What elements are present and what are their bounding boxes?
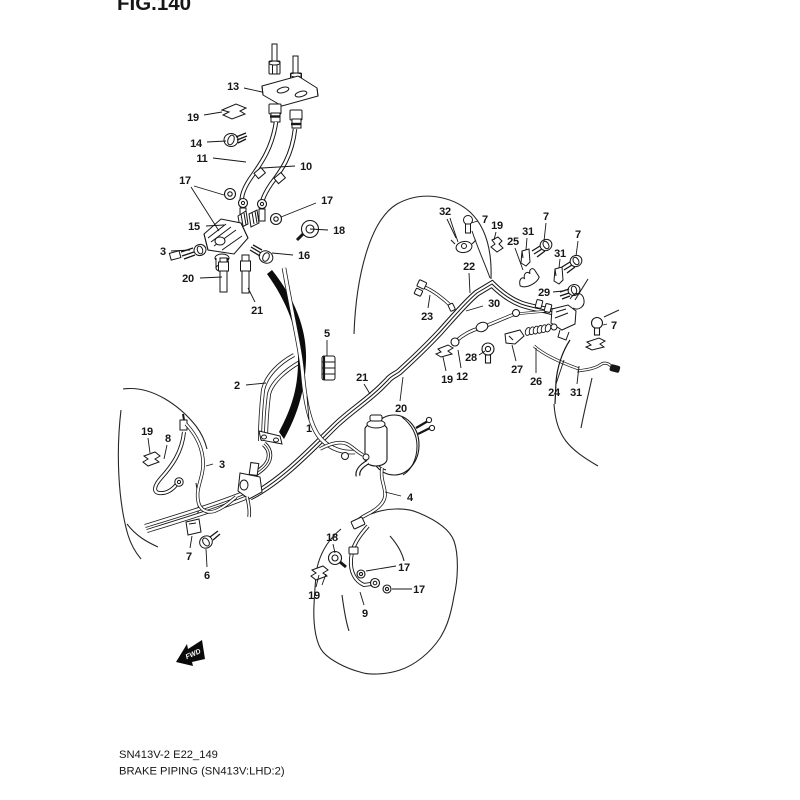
svg-text:20: 20 <box>395 403 407 415</box>
svg-text:1: 1 <box>306 423 312 435</box>
svg-text:19: 19 <box>491 220 503 232</box>
svg-text:17: 17 <box>398 562 410 574</box>
svg-text:32: 32 <box>439 206 451 218</box>
svg-text:7: 7 <box>611 320 617 332</box>
svg-text:22: 22 <box>463 261 475 273</box>
svg-text:17: 17 <box>413 584 425 596</box>
svg-text:3: 3 <box>160 246 166 258</box>
svg-text:23: 23 <box>421 311 433 323</box>
svg-text:SN413V-2 E22_149: SN413V-2 E22_149 <box>119 749 218 761</box>
svg-text:7: 7 <box>575 229 581 241</box>
svg-text:10: 10 <box>300 161 312 173</box>
svg-text:12: 12 <box>456 371 468 383</box>
svg-text:FIG.140: FIG.140 <box>117 0 191 15</box>
svg-text:9: 9 <box>362 608 368 620</box>
svg-text:26: 26 <box>530 376 542 388</box>
svg-text:16: 16 <box>298 250 310 262</box>
svg-text:29: 29 <box>538 287 550 299</box>
svg-text:30: 30 <box>488 298 500 310</box>
svg-text:15: 15 <box>188 221 200 233</box>
svg-text:BRAKE PIPING (SN413V:LHD:2): BRAKE PIPING (SN413V:LHD:2) <box>119 766 285 778</box>
svg-text:7: 7 <box>482 214 488 226</box>
svg-text:11: 11 <box>196 153 207 165</box>
svg-text:13: 13 <box>227 81 239 93</box>
svg-text:18: 18 <box>333 225 345 237</box>
svg-text:18: 18 <box>326 532 338 544</box>
svg-text:5: 5 <box>324 328 330 340</box>
svg-text:28: 28 <box>465 352 477 364</box>
svg-text:19: 19 <box>141 426 153 438</box>
svg-text:3: 3 <box>219 459 225 471</box>
svg-text:8: 8 <box>165 433 171 445</box>
svg-text:7: 7 <box>543 211 549 223</box>
svg-text:2: 2 <box>234 380 240 392</box>
svg-text:14: 14 <box>190 138 203 150</box>
svg-text:24: 24 <box>548 387 561 399</box>
svg-text:31: 31 <box>522 226 534 238</box>
svg-text:21: 21 <box>356 372 368 384</box>
svg-text:6: 6 <box>204 570 210 582</box>
svg-text:21: 21 <box>251 305 263 317</box>
svg-text:4: 4 <box>407 492 414 504</box>
svg-text:19: 19 <box>308 590 320 602</box>
svg-text:19: 19 <box>441 374 453 386</box>
svg-text:17: 17 <box>321 195 333 207</box>
svg-text:31: 31 <box>554 248 566 260</box>
svg-text:31: 31 <box>570 387 582 399</box>
svg-text:19: 19 <box>187 112 199 124</box>
svg-text:7: 7 <box>186 551 192 563</box>
svg-text:25: 25 <box>507 236 519 248</box>
svg-text:17: 17 <box>179 175 191 187</box>
svg-text:20: 20 <box>182 273 194 285</box>
svg-text:27: 27 <box>511 364 523 376</box>
